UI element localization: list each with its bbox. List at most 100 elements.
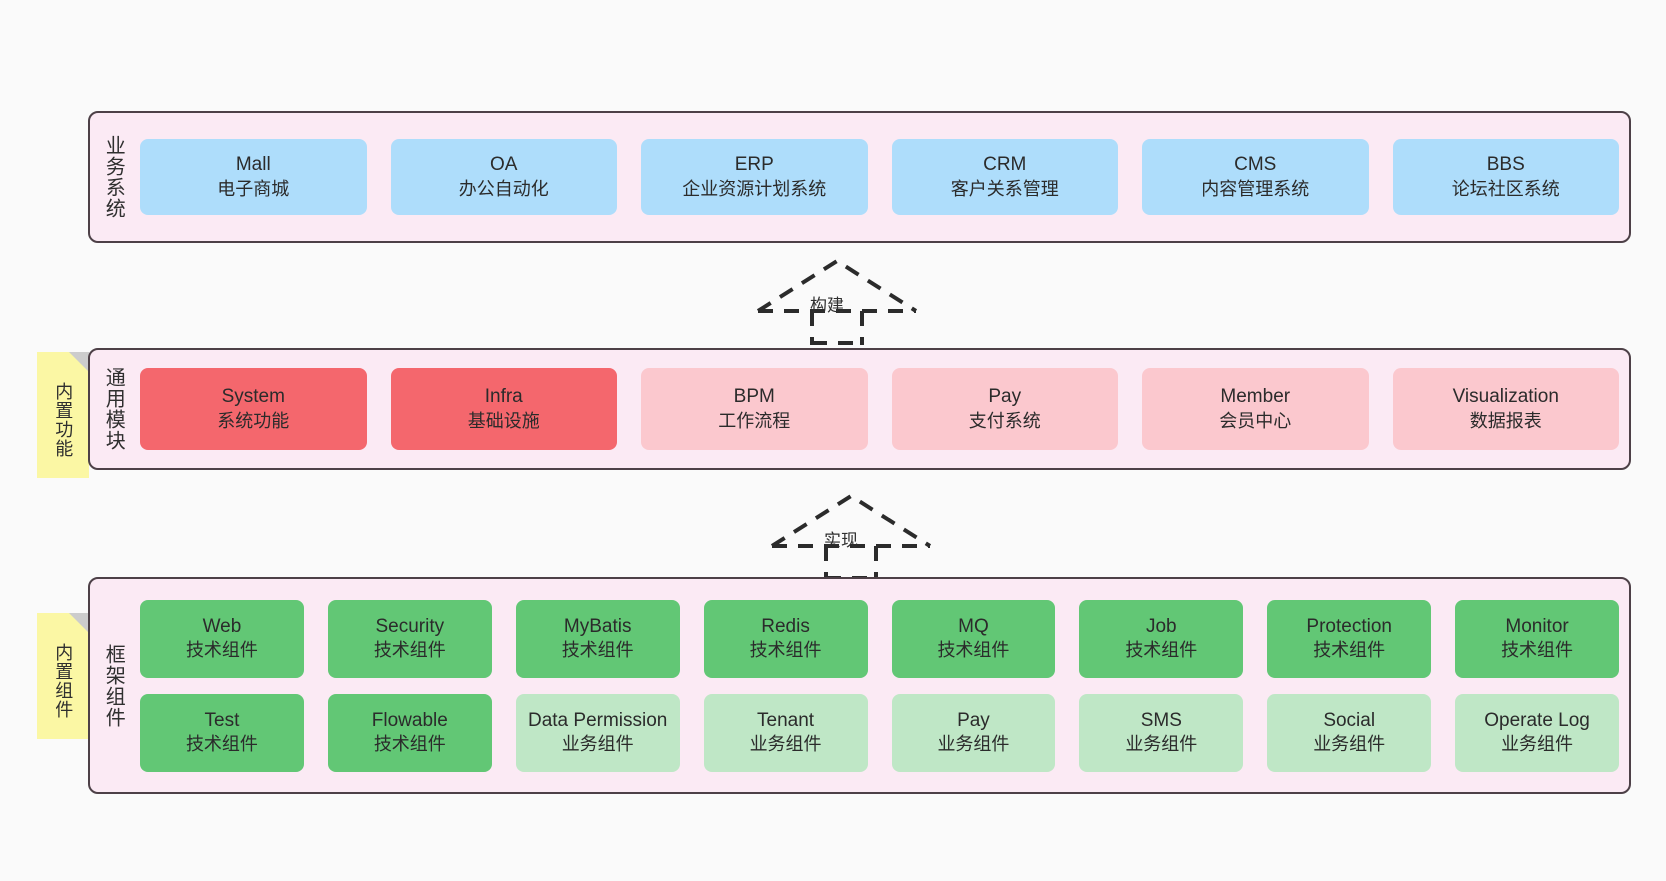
- note-fold-corner-icon: [69, 613, 89, 633]
- arrow-label-build: 构建: [810, 296, 844, 315]
- card-bbs[interactable]: BBS 论坛社区系统: [1392, 139, 1619, 215]
- layer-label-common-modules: 通用模块: [102, 367, 125, 451]
- card-title: CMS: [1234, 154, 1277, 176]
- layer-label-framework-components: 框架组件: [102, 643, 125, 728]
- card-visualization[interactable]: Visualization 数据报表: [1392, 368, 1619, 450]
- card-flowable[interactable]: Flowable 技术组件: [327, 693, 492, 772]
- card-title: Data Permission: [527, 709, 668, 731]
- card-subtitle: 技术组件: [749, 640, 822, 661]
- card-subtitle: 基础设施: [467, 410, 540, 431]
- layer-label-business-systems: 业务系统: [102, 135, 125, 219]
- card-subtitle: 业务组件: [561, 734, 634, 755]
- card-oa[interactable]: OA 办公自动化: [390, 139, 617, 215]
- card-pay-component[interactable]: Pay 业务组件: [891, 693, 1056, 772]
- card-row: Mall 电子商城 OA 办公自动化 ERP 企业资源计划系统 CRM 客户关系…: [140, 139, 1619, 215]
- note-label: 内置功能: [53, 382, 74, 458]
- card-title: Pay: [957, 709, 990, 731]
- card-subtitle: 业务组件: [1125, 734, 1198, 755]
- card-subtitle: 技术组件: [185, 640, 258, 661]
- card-title: Mall: [235, 154, 271, 176]
- card-title: Operate Log: [1484, 709, 1590, 731]
- layer-body-business-systems: Mall 电子商城 OA 办公自动化 ERP 企业资源计划系统 CRM 客户关系…: [136, 113, 1629, 241]
- card-subtitle: 技术组件: [561, 640, 634, 661]
- card-test[interactable]: Test 技术组件: [140, 693, 304, 772]
- card-subtitle: 论坛社区系统: [1451, 178, 1560, 199]
- card-system[interactable]: System 系统功能: [140, 368, 367, 450]
- card-subtitle: 技术组件: [373, 640, 446, 661]
- card-title: System: [221, 386, 285, 408]
- card-subtitle: 企业资源计划系统: [682, 178, 827, 199]
- card-web[interactable]: Web 技术组件: [140, 599, 304, 678]
- card-erp[interactable]: ERP 企业资源计划系统: [641, 139, 868, 215]
- card-redis[interactable]: Redis 技术组件: [703, 599, 868, 678]
- card-subtitle: 业务组件: [1313, 734, 1386, 755]
- layer-body-framework-components: Web 技术组件 Security 技术组件 MyBatis 技术组件 Redi…: [136, 579, 1629, 792]
- card-title: BBS: [1486, 154, 1525, 176]
- card-subtitle: 支付系统: [968, 410, 1041, 431]
- card-subtitle: 技术组件: [185, 734, 258, 755]
- card-title: Tenant: [757, 709, 815, 731]
- card-title: Web: [202, 615, 242, 637]
- card-subtitle: 技术组件: [937, 640, 1010, 661]
- card-title: OA: [490, 154, 518, 176]
- card-subtitle: 业务组件: [1501, 734, 1574, 755]
- card-subtitle: 办公自动化: [458, 178, 549, 199]
- note-fold-corner-icon: [69, 352, 89, 372]
- card-title: MQ: [958, 615, 989, 637]
- layer-framework-components[interactable]: 框架组件 Web 技术组件 Security 技术组件 MyBatis 技术组件…: [88, 577, 1631, 794]
- card-data-permission[interactable]: Data Permission 业务组件: [515, 693, 680, 772]
- card-bpm[interactable]: BPM 工作流程: [641, 368, 868, 450]
- card-subtitle: 数据报表: [1469, 410, 1542, 431]
- card-title: Monitor: [1505, 615, 1569, 637]
- card-cms[interactable]: CMS 内容管理系统: [1142, 139, 1369, 215]
- card-title: MyBatis: [563, 615, 632, 637]
- card-title: Security: [375, 615, 445, 637]
- card-subtitle: 技术组件: [1501, 640, 1574, 661]
- card-mq[interactable]: MQ 技术组件: [891, 599, 1056, 678]
- card-title: BPM: [733, 386, 775, 408]
- card-crm[interactable]: CRM 客户关系管理: [891, 139, 1118, 215]
- note-builtin-function[interactable]: 内置功能: [37, 352, 89, 478]
- card-title: Flowable: [371, 709, 448, 731]
- dashed-hollow-up-arrow-icon: [756, 258, 918, 345]
- arrow-label-implement: 实现: [824, 531, 858, 550]
- card-title: Member: [1220, 386, 1291, 408]
- note-builtin-component[interactable]: 内置组件: [37, 613, 89, 739]
- card-subtitle: 会员中心: [1219, 410, 1292, 431]
- realization-arrow-build: 构建: [752, 255, 922, 345]
- layer-business-systems[interactable]: 业务系统 Mall 电子商城 OA 办公自动化 ERP 企业资源计划系统 CRM…: [88, 111, 1631, 243]
- card-tenant[interactable]: Tenant 业务组件: [703, 693, 868, 772]
- card-infra[interactable]: Infra 基础设施: [390, 368, 617, 450]
- card-security[interactable]: Security 技术组件: [327, 599, 492, 678]
- card-title: SMS: [1140, 709, 1182, 731]
- card-subtitle: 业务组件: [749, 734, 822, 755]
- card-job[interactable]: Job 技术组件: [1079, 599, 1244, 678]
- card-row: Test 技术组件 Flowable 技术组件 Data Permission …: [140, 693, 1619, 772]
- layer-common-modules[interactable]: 通用模块 System 系统功能 Infra 基础设施 BPM 工作流程 Pay…: [88, 348, 1631, 470]
- card-subtitle: 客户关系管理: [950, 178, 1059, 199]
- card-title: Visualization: [1452, 386, 1559, 408]
- card-subtitle: 技术组件: [1313, 640, 1386, 661]
- card-monitor[interactable]: Monitor 技术组件: [1455, 599, 1619, 678]
- card-title: Job: [1145, 615, 1177, 637]
- card-title: ERP: [734, 154, 774, 176]
- card-operate-log[interactable]: Operate Log 业务组件: [1455, 693, 1619, 772]
- card-mybatis[interactable]: MyBatis 技术组件: [515, 599, 680, 678]
- card-subtitle: 技术组件: [373, 734, 446, 755]
- card-subtitle: 工作流程: [718, 410, 791, 431]
- realization-arrow-implement: 实现: [766, 490, 936, 580]
- card-protection[interactable]: Protection 技术组件: [1267, 599, 1432, 678]
- card-title: Infra: [484, 386, 523, 408]
- card-member[interactable]: Member 会员中心: [1142, 368, 1369, 450]
- card-social[interactable]: Social 业务组件: [1267, 693, 1432, 772]
- card-title: CRM: [983, 154, 1027, 176]
- card-title: Pay: [988, 386, 1022, 408]
- card-pay-module[interactable]: Pay 支付系统: [891, 368, 1118, 450]
- card-subtitle: 内容管理系统: [1201, 178, 1310, 199]
- card-subtitle: 技术组件: [1125, 640, 1198, 661]
- card-title: Test: [204, 709, 240, 731]
- card-sms[interactable]: SMS 业务组件: [1079, 693, 1244, 772]
- card-mall[interactable]: Mall 电子商城: [140, 139, 367, 215]
- card-title: Social: [1323, 709, 1376, 731]
